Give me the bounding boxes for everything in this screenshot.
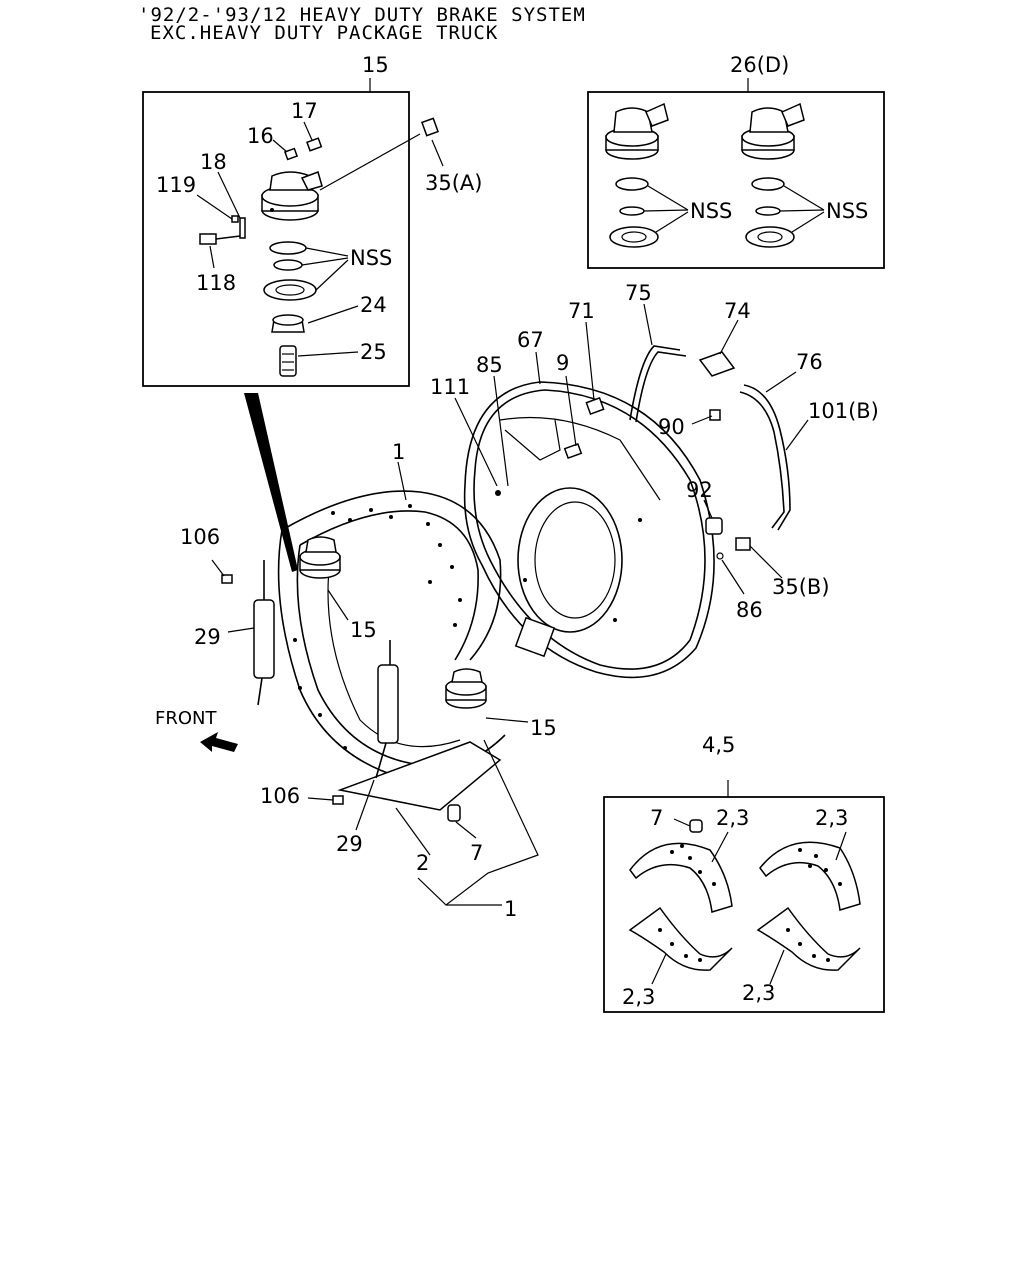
inset-kit-d: 26(D) NSS NSS (587, 53, 885, 269)
backing-plate (463, 381, 715, 679)
callout-29-top: 29 (194, 625, 221, 649)
diagram-title-line1: '92/2-'93/12 HEAVY DUTY BRAKE SYSTEM (138, 4, 586, 26)
callout-7-inset: 7 (650, 806, 663, 830)
callout-67: 67 (517, 328, 544, 352)
callout-16: 16 (247, 124, 274, 148)
callout-35a: 35(A) (425, 171, 482, 195)
callout-90: 90 (658, 415, 685, 439)
callout-23-c: 2,3 (622, 985, 655, 1009)
callout-24: 24 (360, 293, 387, 317)
callout-76: 76 (796, 350, 823, 374)
brake-shoe-assembly (221, 490, 506, 811)
inset-wheel-cylinder: 15 17 16 18 119 118 (142, 53, 482, 387)
callout-35b: 35(B) (772, 575, 830, 599)
callout-2: 2 (416, 851, 429, 875)
callout-74: 74 (724, 299, 751, 323)
main-callouts: 1 67 85 111 9 71 75 74 76 101(B) 90 92 3… (155, 281, 879, 921)
callout-15-right: 15 (530, 716, 557, 740)
brake-lines (447, 345, 791, 822)
callout-nss-inset15: NSS (350, 246, 392, 270)
inset-15-label: 15 (362, 53, 389, 77)
callout-111: 111 (430, 375, 470, 399)
callout-71: 71 (568, 299, 595, 323)
callout-119: 119 (156, 173, 196, 197)
callout-17: 17 (291, 99, 318, 123)
callout-nss-right: NSS (826, 199, 868, 223)
wheel-cylinder-part (261, 171, 323, 221)
callout-92: 92 (686, 478, 713, 502)
callout-106-top: 106 (180, 525, 220, 549)
callout-1-bottom: 1 (504, 897, 517, 921)
callout-nss-left: NSS (690, 199, 732, 223)
callout-118: 118 (196, 271, 236, 295)
callout-101b: 101(B) (808, 399, 879, 423)
callout-86: 86 (736, 598, 763, 622)
front-arrow-icon (200, 732, 238, 752)
inset-45-label: 4,5 (702, 733, 735, 757)
diagram-title-line2: EXC.HEAVY DUTY PACKAGE TRUCK (150, 22, 499, 44)
callout-25: 25 (360, 340, 387, 364)
callout-7: 7 (470, 841, 483, 865)
callout-75: 75 (625, 281, 652, 305)
callout-23-d: 2,3 (742, 981, 775, 1005)
inset-shoes: 4,5 7 2,3 2,3 2,3 2,3 (603, 733, 885, 1013)
inset-26d-label: 26(D) (730, 53, 789, 77)
front-label: FRONT (155, 708, 217, 729)
callout-15-left: 15 (350, 618, 377, 642)
callout-1: 1 (392, 440, 405, 464)
callout-9: 9 (556, 351, 569, 375)
callout-23-b: 2,3 (815, 806, 848, 830)
callout-18: 18 (200, 150, 227, 174)
callout-106-bottom: 106 (260, 784, 300, 808)
callout-85: 85 (476, 353, 503, 377)
inset-leader-wedge (244, 393, 298, 572)
callout-23-a: 2,3 (716, 806, 749, 830)
callout-29-bottom: 29 (336, 832, 363, 856)
